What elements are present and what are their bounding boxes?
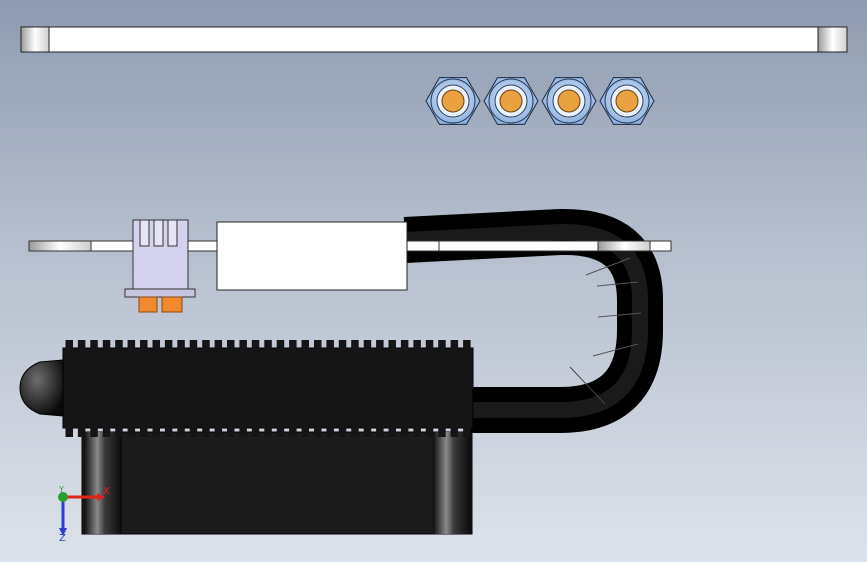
heatsink-fin	[351, 340, 359, 349]
heatsink-fin	[388, 427, 396, 437]
heatsink-fin	[400, 340, 409, 349]
heatsink-fin	[413, 427, 421, 437]
z-axis-label: Z	[59, 533, 66, 544]
connector-pin	[161, 296, 183, 313]
heatsink-fin	[152, 427, 160, 437]
z-axis-arrow	[59, 528, 67, 536]
heatsink-fin	[239, 340, 247, 349]
y-axis-label: Y	[59, 485, 64, 494]
heatsink-motor[interactable]	[62, 340, 474, 437]
x-axis-arrow	[97, 493, 105, 501]
heatsink-fin	[338, 427, 347, 437]
heatsink-fin	[102, 340, 111, 349]
base-block[interactable]	[81, 431, 473, 535]
heatsink-fin	[425, 427, 434, 437]
heatsink-fin	[301, 427, 309, 437]
hex-nut[interactable]	[541, 77, 597, 125]
heatsink-fin	[214, 427, 223, 437]
hex-nut-group[interactable]	[425, 77, 655, 125]
heatsink-fin	[239, 427, 247, 437]
heatsink-fin	[140, 427, 148, 437]
heatsink-fin	[351, 427, 359, 437]
heatsink-fin	[438, 427, 446, 437]
heatsink-fin	[450, 340, 459, 349]
heatsink-fin	[90, 340, 98, 349]
heatsink-fin	[264, 340, 272, 349]
heatsink-fin	[264, 427, 272, 437]
label-panel[interactable]	[216, 221, 408, 291]
heatsink-fin	[77, 427, 86, 437]
heatsink-fin	[438, 340, 446, 349]
heatsink-fin	[413, 340, 421, 349]
heatsink-fin	[65, 427, 73, 437]
top-rail[interactable]	[20, 26, 848, 53]
heatsink-fin	[251, 427, 260, 437]
axis-triad[interactable]: X Y Z	[45, 480, 125, 550]
heatsink-fin	[376, 427, 384, 437]
heatsink-fin	[450, 427, 459, 437]
heatsink-fin	[189, 340, 198, 349]
heatsink-fin	[314, 340, 322, 349]
heatsink-fin	[388, 340, 396, 349]
heatsink-fin	[202, 340, 210, 349]
heatsink-fin	[214, 340, 223, 349]
motor-nose[interactable]	[19, 359, 64, 417]
heatsink-fin	[140, 340, 148, 349]
heatsink-fin	[177, 427, 185, 437]
heatsink-fin	[152, 340, 160, 349]
connector-pin	[138, 296, 158, 313]
heatsink-fin	[363, 340, 372, 349]
y-axis-dot	[58, 492, 68, 502]
heatsink-fin	[326, 427, 334, 437]
heatsink-fin	[376, 340, 384, 349]
hex-nut[interactable]	[599, 77, 655, 125]
hex-nut[interactable]	[483, 77, 539, 125]
heatsink-fin	[400, 427, 409, 437]
heatsink-fin	[251, 340, 260, 349]
heatsink-fin	[463, 340, 471, 349]
heatsink-fin	[301, 340, 309, 349]
heatsink-fin	[363, 427, 372, 437]
heatsink-fin	[189, 427, 198, 437]
heatsink-fin	[276, 340, 285, 349]
heatsink-fin	[326, 340, 334, 349]
x-axis-label: X	[103, 486, 110, 497]
heatsink-fin	[338, 340, 347, 349]
heatsink-fin	[127, 340, 136, 349]
heatsink-fin	[127, 427, 136, 437]
heatsink-fin	[276, 427, 285, 437]
heatsink-fin	[90, 427, 98, 437]
heatsink-fin	[425, 340, 434, 349]
heatsink-fin	[227, 427, 235, 437]
heatsink-fin	[115, 340, 123, 349]
heatsink-fin	[77, 340, 86, 349]
heatsink-fin	[115, 427, 123, 437]
connector-housing[interactable]	[124, 219, 196, 313]
heatsink-fin	[289, 427, 297, 437]
cable[interactable]	[403, 208, 663, 433]
heatsink-fin	[65, 340, 73, 349]
heatsink-fin	[289, 340, 297, 349]
heatsink-fin	[164, 427, 173, 437]
heatsink-fin	[164, 340, 173, 349]
heatsink-fin	[314, 427, 322, 437]
heatsink-fin	[463, 427, 471, 437]
heatsink-fin	[102, 427, 111, 437]
heatsink-fin	[202, 427, 210, 437]
heatsink-fin	[227, 340, 235, 349]
hex-nut[interactable]	[425, 77, 481, 125]
heatsink-fin	[177, 340, 185, 349]
